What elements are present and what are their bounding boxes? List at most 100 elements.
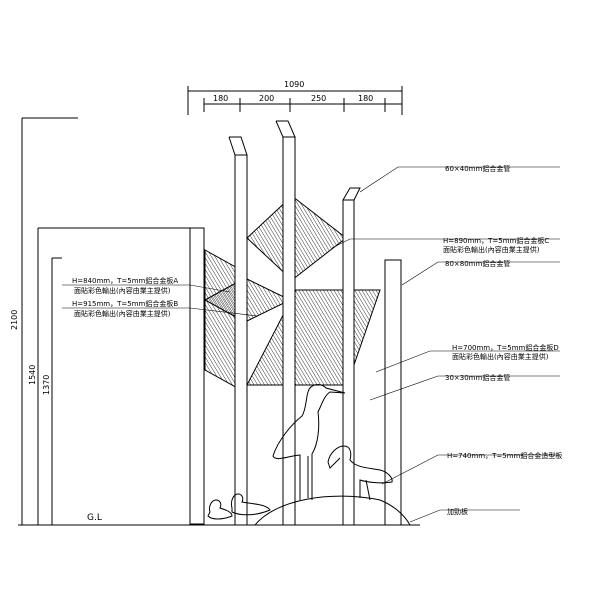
ground-mound bbox=[254, 495, 411, 526]
hatch-line bbox=[81, 192, 136, 284]
panel-d-outline bbox=[246, 289, 381, 386]
hatch-line bbox=[126, 192, 181, 284]
hatch-line bbox=[95, 192, 150, 284]
hatch-line bbox=[247, 196, 259, 280]
callout-pipe-30x30: 30×30mm鋁合金管 bbox=[445, 373, 510, 382]
ducks-figure bbox=[207, 493, 271, 520]
post-4-bend bbox=[342, 187, 361, 201]
hatch-line bbox=[311, 196, 346, 280]
hatch-line bbox=[375, 192, 430, 284]
hatch-line bbox=[424, 288, 484, 388]
post-4-lower bbox=[342, 199, 355, 526]
hatch-line bbox=[247, 290, 274, 385]
hatch-line bbox=[207, 250, 241, 390]
hatch-line bbox=[205, 250, 241, 390]
hatch-line bbox=[26, 245, 116, 395]
hatch-line bbox=[161, 192, 216, 284]
hatch-line bbox=[247, 290, 271, 385]
hatch-line bbox=[247, 290, 260, 385]
hatch-line bbox=[466, 288, 526, 388]
hatch-line bbox=[286, 290, 348, 385]
callout-stiffener: 加勁板 bbox=[447, 507, 468, 516]
hatch-line bbox=[67, 192, 122, 284]
hatch-line bbox=[96, 245, 186, 395]
hatch-line bbox=[298, 275, 328, 325]
hatch-line bbox=[84, 192, 139, 284]
hatch-line bbox=[476, 288, 536, 388]
hatch-line bbox=[307, 196, 346, 280]
hatch-line bbox=[205, 250, 225, 390]
hatch-line bbox=[480, 288, 540, 388]
hatch-line bbox=[205, 250, 241, 390]
hatch-line bbox=[205, 250, 241, 390]
width-seg-1: 180 bbox=[213, 94, 228, 103]
height-1540: 1540 bbox=[28, 365, 37, 385]
hatch-line bbox=[205, 250, 241, 390]
hatch-line bbox=[315, 275, 345, 325]
hatch-line bbox=[247, 196, 280, 280]
hatch-line bbox=[294, 275, 324, 325]
hatch-line bbox=[328, 196, 346, 280]
hatch-line bbox=[60, 192, 115, 284]
hatch-line bbox=[205, 250, 241, 390]
hatch-line bbox=[89, 245, 179, 395]
hatch-line bbox=[133, 192, 188, 284]
hatch-line bbox=[285, 245, 375, 395]
egret-figure bbox=[272, 384, 346, 500]
hatch-line bbox=[312, 275, 342, 325]
hatch-line bbox=[179, 192, 234, 284]
hatch-line bbox=[410, 288, 470, 388]
hatch-line bbox=[72, 245, 162, 395]
spoonbill-figure bbox=[327, 445, 393, 501]
callout-shaped-panel: H=740mm，T=5mm鋁合金造型板 bbox=[447, 451, 562, 460]
hatch-line bbox=[406, 288, 466, 388]
hatch-line bbox=[205, 250, 241, 390]
hatch-line bbox=[360, 290, 380, 385]
hatch-line bbox=[205, 250, 241, 390]
hatch-line bbox=[289, 245, 379, 395]
hatch-line bbox=[37, 245, 127, 395]
hatch-line bbox=[366, 245, 456, 395]
hatch-line bbox=[98, 192, 153, 284]
hatch-line bbox=[327, 245, 417, 395]
hatch-line bbox=[356, 290, 380, 385]
hatch-line bbox=[51, 245, 141, 395]
hatch-line bbox=[93, 245, 183, 395]
post-2-lower bbox=[234, 154, 248, 526]
hatch-line bbox=[119, 192, 174, 284]
hatch-line bbox=[247, 290, 278, 385]
hatch-line bbox=[205, 250, 239, 390]
leader-lines bbox=[62, 166, 560, 523]
hatch-line bbox=[105, 192, 160, 284]
hatch-line bbox=[102, 192, 157, 284]
callout-panel-b-line2: 面貼彩色輸出(內容由業主提供) bbox=[74, 309, 171, 318]
hatch-line bbox=[403, 288, 463, 388]
hatch-line bbox=[18, 288, 78, 388]
hatch-line bbox=[70, 192, 125, 284]
hatch-line bbox=[431, 288, 491, 388]
hatch-line bbox=[91, 192, 146, 284]
post-1 bbox=[189, 227, 205, 525]
hatch-line bbox=[61, 245, 151, 395]
hatch-line bbox=[459, 288, 519, 388]
hatch-line bbox=[86, 245, 176, 395]
hatch-line bbox=[290, 290, 351, 385]
hatch-line bbox=[413, 288, 473, 388]
hatch-line bbox=[427, 288, 487, 388]
hatch-line bbox=[261, 245, 351, 395]
hatch-line bbox=[40, 245, 130, 395]
hatch-line bbox=[434, 288, 494, 388]
hatch-line bbox=[103, 245, 193, 395]
hatch-line bbox=[359, 245, 449, 395]
hatch-line bbox=[205, 250, 241, 390]
hatch-line bbox=[47, 245, 137, 395]
hatch-line bbox=[264, 245, 354, 395]
hatch-line bbox=[205, 250, 241, 390]
hatch-line bbox=[305, 275, 335, 325]
hatch-line bbox=[79, 245, 169, 395]
hatch-line bbox=[205, 250, 241, 390]
width-dimensions bbox=[187, 86, 403, 115]
hatch-line bbox=[455, 288, 515, 388]
hatch-line bbox=[140, 192, 195, 284]
callout-panel-a-line1: H=840mm，T=5mm鋁合金板A bbox=[72, 276, 178, 285]
